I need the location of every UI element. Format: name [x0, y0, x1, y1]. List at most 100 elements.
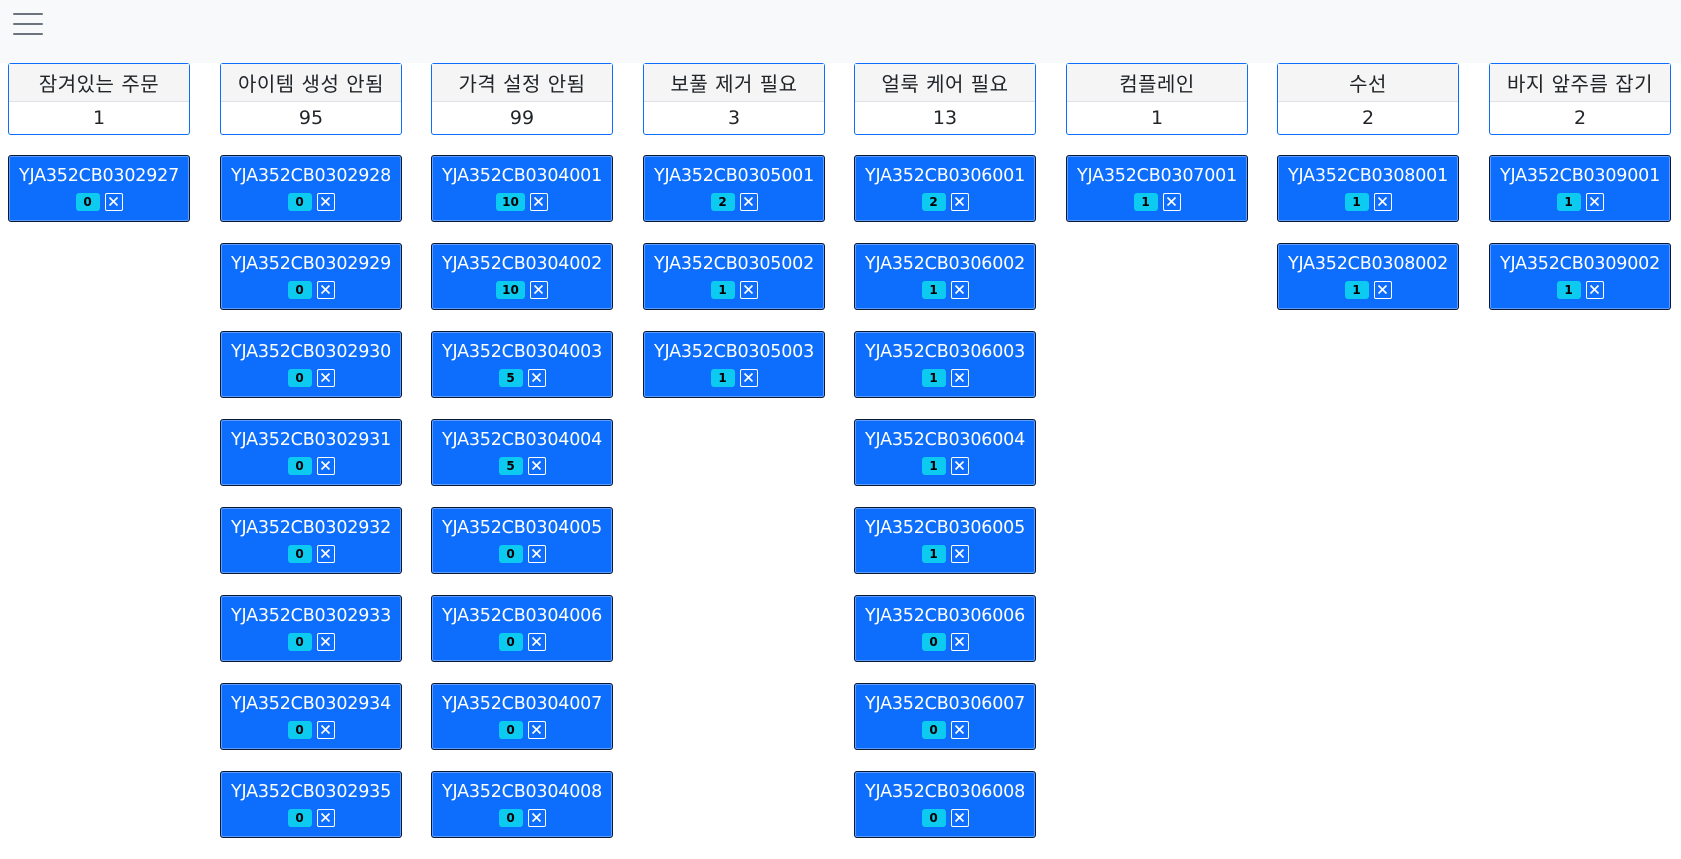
- order-id: YJA352CB0302929: [230, 254, 392, 274]
- card-actions: 0: [221, 191, 401, 213]
- close-icon[interactable]: [1373, 193, 1392, 211]
- order-id: YJA352CB0302927: [18, 166, 180, 186]
- order-card[interactable]: YJA352CB0306005 1: [854, 507, 1036, 574]
- close-icon[interactable]: [104, 193, 123, 211]
- close-icon[interactable]: [950, 721, 969, 739]
- close-icon[interactable]: [529, 281, 548, 299]
- order-id: YJA352CB0306005: [864, 518, 1026, 538]
- close-icon[interactable]: [950, 633, 969, 651]
- order-id: YJA352CB0308001: [1287, 166, 1449, 186]
- close-icon[interactable]: [950, 193, 969, 211]
- close-icon[interactable]: [739, 193, 758, 211]
- close-icon[interactable]: [527, 633, 546, 651]
- close-icon[interactable]: [316, 809, 335, 827]
- item-count-badge: 0: [287, 721, 312, 739]
- card-actions: 1: [1067, 191, 1247, 213]
- close-icon[interactable]: [316, 281, 335, 299]
- column-count: 99: [509, 107, 535, 129]
- close-icon[interactable]: [950, 281, 969, 299]
- close-icon[interactable]: [527, 545, 546, 563]
- card-actions: 1: [1490, 191, 1670, 213]
- order-card[interactable]: YJA352CB0302929 0: [220, 243, 402, 310]
- column-title: 컴플레인: [1067, 64, 1247, 102]
- close-icon[interactable]: [950, 457, 969, 475]
- close-icon[interactable]: [529, 193, 548, 211]
- close-icon[interactable]: [316, 457, 335, 475]
- close-icon[interactable]: [1585, 193, 1604, 211]
- close-icon[interactable]: [527, 809, 546, 827]
- card-actions: 0: [221, 719, 401, 741]
- card-actions: 10: [432, 191, 612, 213]
- close-icon[interactable]: [316, 721, 335, 739]
- column-count: 1: [92, 107, 106, 129]
- column-title: 수선: [1278, 64, 1458, 102]
- order-card[interactable]: YJA352CB0308001 1: [1277, 155, 1459, 222]
- close-icon[interactable]: [950, 809, 969, 827]
- close-icon[interactable]: [739, 369, 758, 387]
- close-icon[interactable]: [1162, 193, 1181, 211]
- item-count-badge: 0: [287, 281, 312, 299]
- card-actions: 1: [1278, 191, 1458, 213]
- close-icon[interactable]: [950, 369, 969, 387]
- close-icon[interactable]: [1373, 281, 1392, 299]
- close-icon[interactable]: [1585, 281, 1604, 299]
- item-count-badge: 1: [710, 369, 735, 387]
- close-icon[interactable]: [316, 193, 335, 211]
- close-icon[interactable]: [316, 633, 335, 651]
- column-count: 2: [1361, 107, 1375, 129]
- close-icon[interactable]: [527, 369, 546, 387]
- item-count-badge: 0: [287, 193, 312, 211]
- close-icon[interactable]: [527, 721, 546, 739]
- hamburger-menu-icon[interactable]: [13, 9, 43, 39]
- order-id: YJA352CB0305002: [653, 254, 815, 274]
- close-icon[interactable]: [316, 369, 335, 387]
- card-actions: 5: [432, 367, 612, 389]
- item-count-badge: 1: [921, 545, 946, 563]
- card-actions: 0: [855, 719, 1035, 741]
- close-icon[interactable]: [950, 545, 969, 563]
- close-icon[interactable]: [316, 545, 335, 563]
- close-icon[interactable]: [739, 281, 758, 299]
- close-icon[interactable]: [527, 457, 546, 475]
- item-count-badge: 5: [498, 369, 523, 387]
- card-actions: 2: [644, 191, 824, 213]
- column-title: 아이템 생성 안됨: [221, 64, 401, 102]
